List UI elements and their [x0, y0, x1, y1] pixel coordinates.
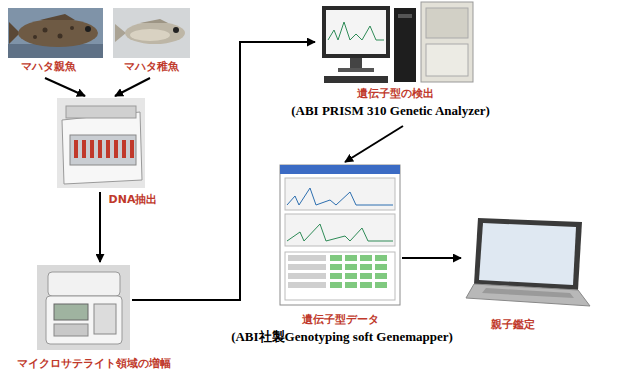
juvenile-fish-photo [113, 8, 190, 58]
device-label: (ABI PRISM 310 Genetic Analyzer) [291, 104, 490, 119]
thermal-cycler-photo [37, 265, 130, 350]
genotype-detection-node: 遺伝子型の検出(ABI PRISM 310 Genetic Analyzer) [318, 2, 475, 84]
laptop-picture [466, 218, 590, 306]
flow-arrow [45, 78, 85, 96]
amplification-node: マイクロサテライト領域の増幅 [37, 265, 130, 350]
juvenile-fish-node: マハタ稚魚 [113, 8, 190, 58]
step-label: マイクロサテライト領域の増幅 [17, 358, 171, 371]
flow-arrow [132, 42, 315, 300]
parentage-node: 親子鑑定 [465, 215, 590, 310]
flow-arrow [345, 126, 403, 162]
flow-arrow [99, 192, 101, 262]
dna-extractor-photo [57, 98, 145, 188]
step-label: マハタ稚魚 [124, 61, 179, 74]
step-label: DNA抽出 [109, 194, 158, 207]
dna-extraction-node: DNA抽出 [57, 98, 145, 188]
step-label: 親子鑑定 [491, 319, 535, 332]
step-label: マハタ親魚 [21, 61, 76, 74]
genotype-data-node: 遺伝子型データ(ABI社製Genotyping soft Genemapper) [280, 165, 400, 305]
flow-arrow [115, 78, 150, 96]
genetic-analyzer-photo [322, 2, 473, 83]
device-label: (ABI社製Genotyping soft Genemapper) [231, 330, 453, 345]
step-label: 遺伝子型の検出 [357, 88, 434, 101]
flow-arrow [402, 257, 461, 259]
adult-fish-photo [8, 8, 103, 58]
step-label: 遺伝子型データ [302, 314, 379, 327]
adult-fish-node: マハタ親魚 [8, 8, 103, 58]
genemapper-screenshot [280, 165, 400, 305]
